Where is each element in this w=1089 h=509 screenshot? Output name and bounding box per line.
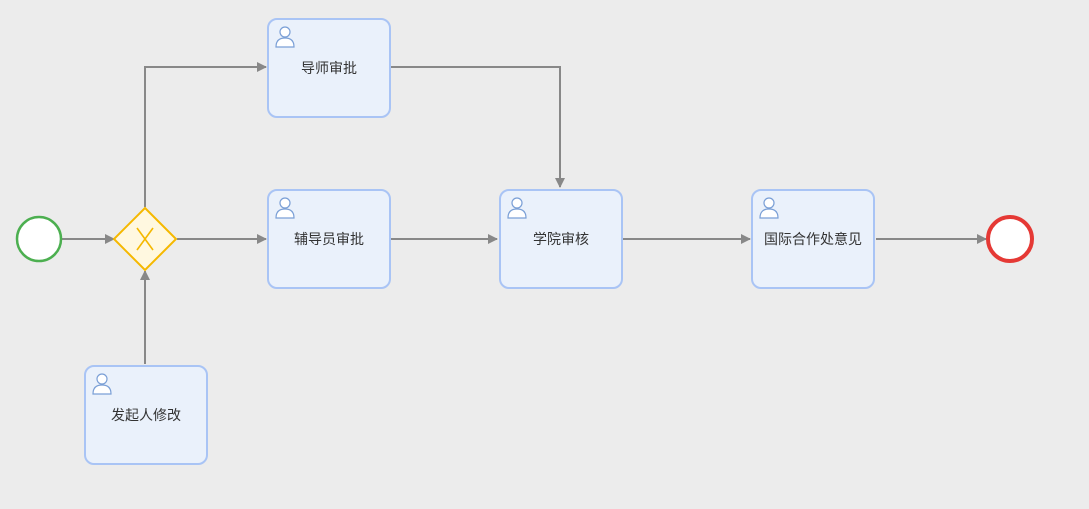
- task-label: 导师审批: [301, 61, 357, 77]
- user-icon: [507, 197, 527, 219]
- exclusive-x-icon: [136, 227, 154, 251]
- task-college-review[interactable]: 学院审核: [499, 189, 623, 289]
- user-icon: [275, 197, 295, 219]
- task-label: 学院审核: [533, 232, 589, 248]
- task-counselor-approval[interactable]: 辅导员审批: [267, 189, 391, 289]
- user-icon: [92, 373, 112, 395]
- exclusive-gateway[interactable]: [112, 206, 178, 272]
- task-label: 国际合作处意见: [764, 232, 862, 248]
- start-event[interactable]: [15, 215, 63, 263]
- task-intl-cooperation-opinion[interactable]: 国际合作处意见: [751, 189, 875, 289]
- flow-gateway-to-mentor[interactable]: [144, 62, 267, 207]
- end-event[interactable]: [986, 215, 1034, 263]
- task-mentor-approval[interactable]: 导师审批: [267, 18, 391, 118]
- user-icon: [759, 197, 779, 219]
- task-label: 发起人修改: [111, 408, 181, 424]
- task-initiator-modify[interactable]: 发起人修改: [84, 365, 208, 465]
- flow-mentor-to-college[interactable]: [391, 66, 565, 188]
- user-icon: [275, 26, 295, 48]
- task-label: 辅导员审批: [294, 232, 364, 248]
